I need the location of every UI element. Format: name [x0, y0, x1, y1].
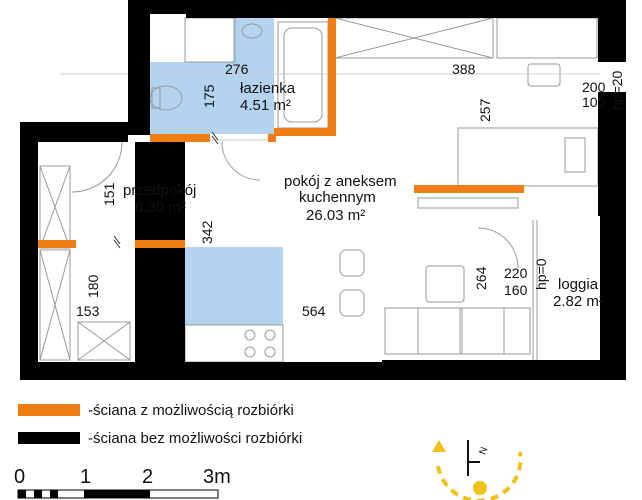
- dim-door-w: 220: [504, 265, 528, 281]
- living-name-line1: pokój z aneksem: [284, 173, 397, 190]
- dim-living-mid: 257: [477, 98, 493, 122]
- legend-removable-swatch: [18, 404, 80, 416]
- dim-bath-width: 276: [225, 61, 249, 77]
- kitchen-fill: [185, 247, 283, 325]
- dim-door-h: 160: [504, 282, 528, 298]
- dim-door-hp: hp=0: [533, 258, 549, 290]
- compass: N: [432, 440, 523, 500]
- legend-fixed-swatch: [18, 432, 80, 444]
- scale-label-1: 1: [80, 466, 92, 488]
- dim-hall-height1: 151: [101, 182, 117, 206]
- dim-hall-width: 153: [76, 303, 100, 319]
- scale-label-3m: 3m: [203, 466, 231, 488]
- scale-label-0: 0: [14, 466, 26, 488]
- scale-bar: [17, 489, 219, 499]
- dimension-ticks: [113, 131, 219, 249]
- legend-removable-label: -ściana z możliwością rozbiórki: [88, 401, 294, 419]
- removable-walls: [38, 18, 524, 248]
- loggia-name: loggia: [558, 276, 599, 293]
- dim-window1-hp: hp=20: [609, 70, 625, 110]
- legend-fixed: -ściana bez możliwości rozbiórki: [18, 428, 302, 448]
- loggia-area: 2.82 m²: [553, 293, 604, 310]
- dim-window1-h: 100: [582, 94, 606, 110]
- bathroom-area: 4.51 m²: [240, 97, 291, 114]
- hallway-area: 6.30 m²: [135, 199, 186, 216]
- legend-fixed-label: -ściana bez możliwości rozbiórki: [88, 429, 303, 447]
- dim-living-width: 564: [302, 303, 326, 319]
- dim-door-height: 264: [473, 266, 489, 290]
- scale-label-2: 2: [142, 466, 154, 488]
- dim-kitchen-height: 342: [199, 220, 215, 244]
- dim-hall-height2: 180: [85, 274, 101, 298]
- living-area: 26.03 m²: [306, 207, 365, 224]
- legend-removable: -ściana z możliwością rozbiórki: [18, 400, 294, 420]
- bathroom-name: łazienka: [240, 80, 296, 97]
- living-name-line2: kuchennym: [299, 189, 376, 206]
- bathroom-fill-upper: [233, 18, 274, 62]
- dim-window1-w: 200: [582, 79, 606, 95]
- fixed-walls: [20, 0, 626, 380]
- hallway-name: przedpokój: [123, 182, 196, 199]
- dim-bath-depth: 175: [201, 84, 217, 108]
- dim-living-top: 388: [452, 61, 476, 77]
- compass-label: N: [478, 446, 491, 457]
